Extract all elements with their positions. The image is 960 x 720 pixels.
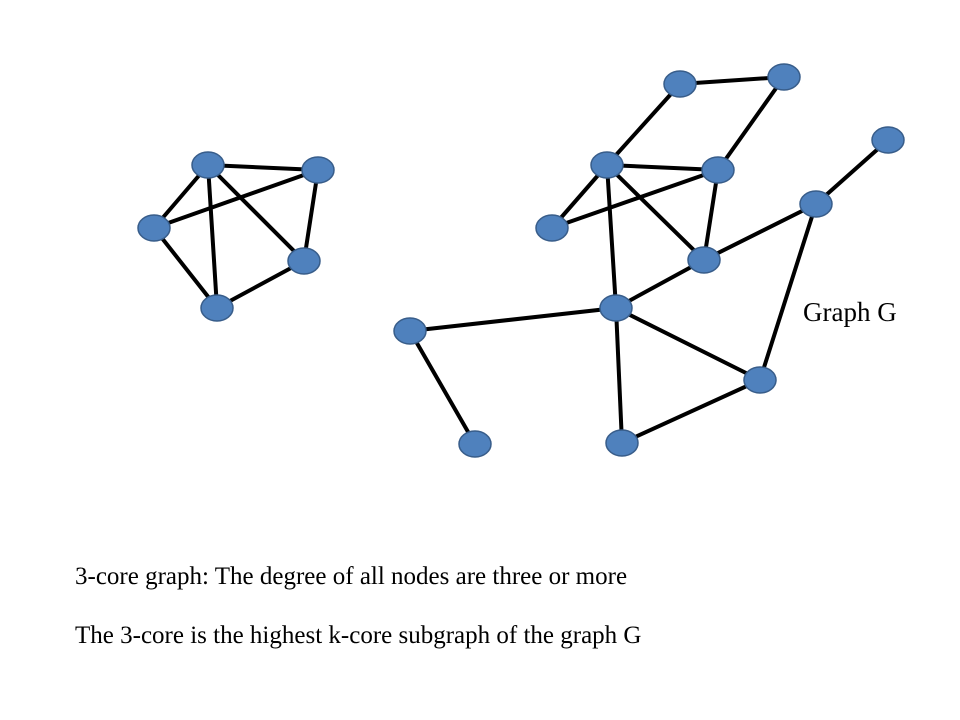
nodes-layer bbox=[137, 63, 905, 458]
edge-a2-a4 bbox=[152, 226, 219, 310]
node-r3 bbox=[743, 366, 777, 394]
edge-l1-l2 bbox=[408, 329, 477, 446]
edge-t1-b1 bbox=[605, 82, 682, 167]
node-a1 bbox=[191, 151, 225, 179]
node-bot bbox=[605, 429, 639, 457]
edge-b4-b5 bbox=[614, 258, 706, 310]
edge-bot-r3 bbox=[620, 378, 762, 445]
caption-line-2: The 3-core is the highest k-core subgrap… bbox=[75, 622, 642, 649]
node-l2 bbox=[458, 430, 492, 458]
node-a5 bbox=[287, 247, 321, 275]
node-t2 bbox=[767, 63, 801, 91]
node-a3 bbox=[301, 156, 335, 184]
node-b1 bbox=[590, 151, 624, 179]
node-l1 bbox=[393, 317, 427, 345]
graph-label: Graph G bbox=[803, 297, 897, 327]
node-t1 bbox=[663, 70, 697, 98]
edge-a2-a3 bbox=[152, 168, 320, 230]
node-b2 bbox=[701, 156, 735, 184]
edge-b1-b2 bbox=[605, 163, 720, 172]
edges-layer bbox=[152, 75, 890, 446]
edge-b1-b4 bbox=[605, 163, 706, 262]
node-b4 bbox=[687, 246, 721, 274]
node-b5 bbox=[599, 294, 633, 322]
caption-line-1: 3-core graph: The degree of all nodes ar… bbox=[75, 563, 628, 590]
node-r1 bbox=[871, 126, 905, 154]
edge-a1-a5 bbox=[206, 163, 306, 263]
node-r2 bbox=[799, 190, 833, 218]
edge-b5-l1 bbox=[408, 306, 618, 333]
edge-a1-a4 bbox=[206, 163, 219, 310]
edge-t1-t2 bbox=[678, 75, 786, 86]
edge-b2-b4 bbox=[702, 168, 720, 262]
edge-b5-r3 bbox=[614, 306, 762, 382]
edge-a4-a5 bbox=[215, 259, 306, 310]
edge-a1-a3 bbox=[206, 163, 320, 172]
edge-r1-r2 bbox=[814, 138, 890, 206]
node-a2 bbox=[137, 214, 171, 242]
edge-r2-r3 bbox=[758, 202, 818, 382]
edge-t2-b2 bbox=[716, 75, 786, 172]
edge-b4-r2 bbox=[702, 202, 818, 262]
edge-b2-b3 bbox=[550, 168, 720, 230]
edge-b5-bot bbox=[614, 306, 624, 445]
edge-b1-b5 bbox=[605, 163, 618, 310]
edge-a3-a5 bbox=[302, 168, 320, 263]
node-a4 bbox=[200, 294, 234, 322]
node-b3 bbox=[535, 214, 569, 242]
